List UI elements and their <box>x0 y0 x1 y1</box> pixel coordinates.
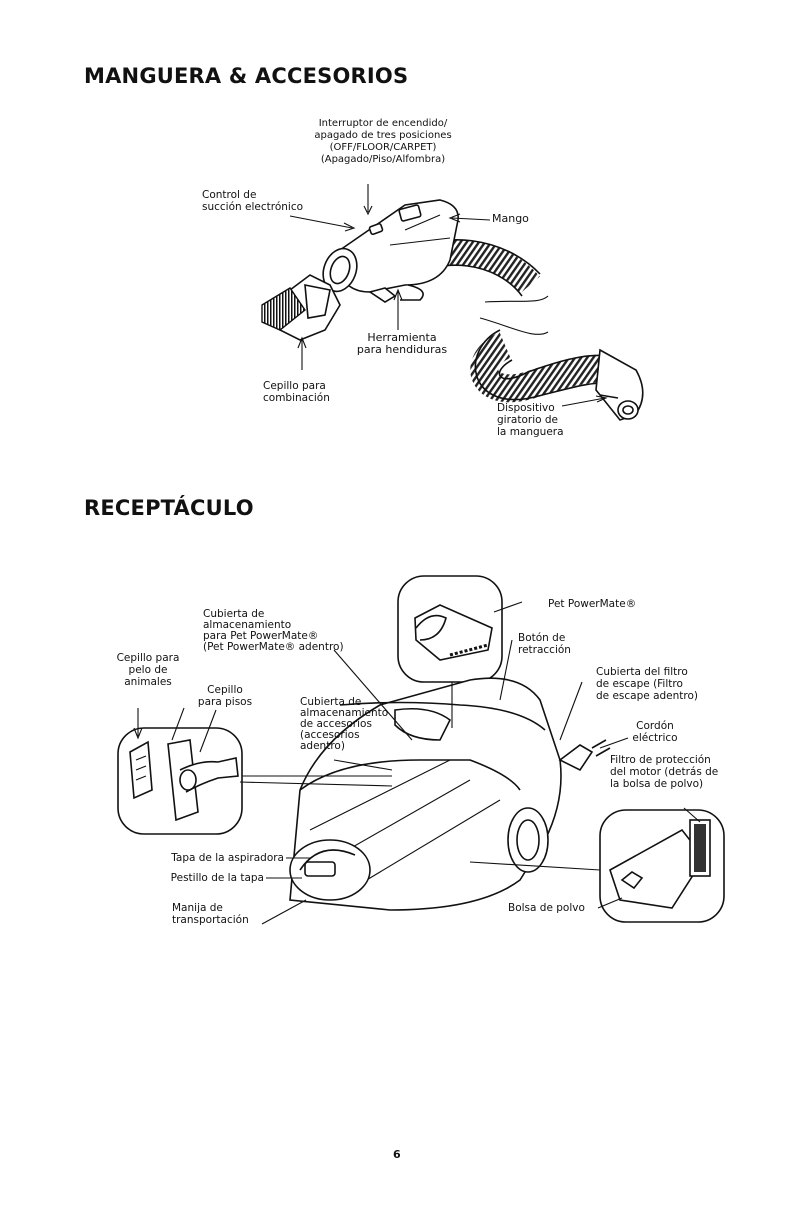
label-pet-hair-brush: Cepillo para pelo de animales <box>116 652 180 688</box>
label-pet-storage-cover: Cubierta de almacenamiento para Pet Powe… <box>203 608 344 653</box>
label-exhaust-filter-cover: Cubierta del filtro de escape (Filtro de… <box>596 666 699 702</box>
label-power-switch: Interruptor de encendido/ apagado de tre… <box>314 118 452 165</box>
label-retract-button: Botón de retracción <box>518 632 571 656</box>
label-pet-powermate: Pet PowerMate® <box>548 598 637 610</box>
label-accessory-storage-cover: Cubierta de almacenamiento de accesorios… <box>300 696 389 752</box>
label-motor-filter: Filtro de protección del motor (detrás d… <box>610 754 719 790</box>
dust-bag-inset <box>599 809 725 923</box>
pet-powermate-inset <box>397 575 503 683</box>
label-suction-control: Control de succión electrónico <box>202 189 304 213</box>
combination-brush-illustration <box>261 274 341 341</box>
label-lid: Tapa de la aspiradora <box>171 852 284 864</box>
label-dust-bag: Bolsa de polvo <box>508 902 585 914</box>
canister-illustration <box>289 677 611 911</box>
label-combination-brush: Cepillo para combinación <box>263 380 330 404</box>
label-lid-latch: Pestillo de la tapa <box>170 872 264 884</box>
page-number: 6 <box>393 1148 401 1161</box>
brushes-inset <box>117 727 243 835</box>
label-hose-swivel: Dispositivo giratorio de la manguera <box>497 402 564 438</box>
section-title-canister: RECEPTÁCULO <box>84 496 254 520</box>
label-power-cord: Cordón eléctrico <box>632 720 678 744</box>
label-carry-handle: Manija de transportación <box>172 902 249 926</box>
label-floor-brush: Cepillo para pisos <box>197 684 253 708</box>
section-title-hose: MANGUERA & ACCESORIOS <box>84 64 409 88</box>
hose-illustration <box>261 199 644 421</box>
label-crevice-tool: Herramienta para hendiduras <box>356 331 448 356</box>
label-handle: Mango <box>492 212 529 225</box>
